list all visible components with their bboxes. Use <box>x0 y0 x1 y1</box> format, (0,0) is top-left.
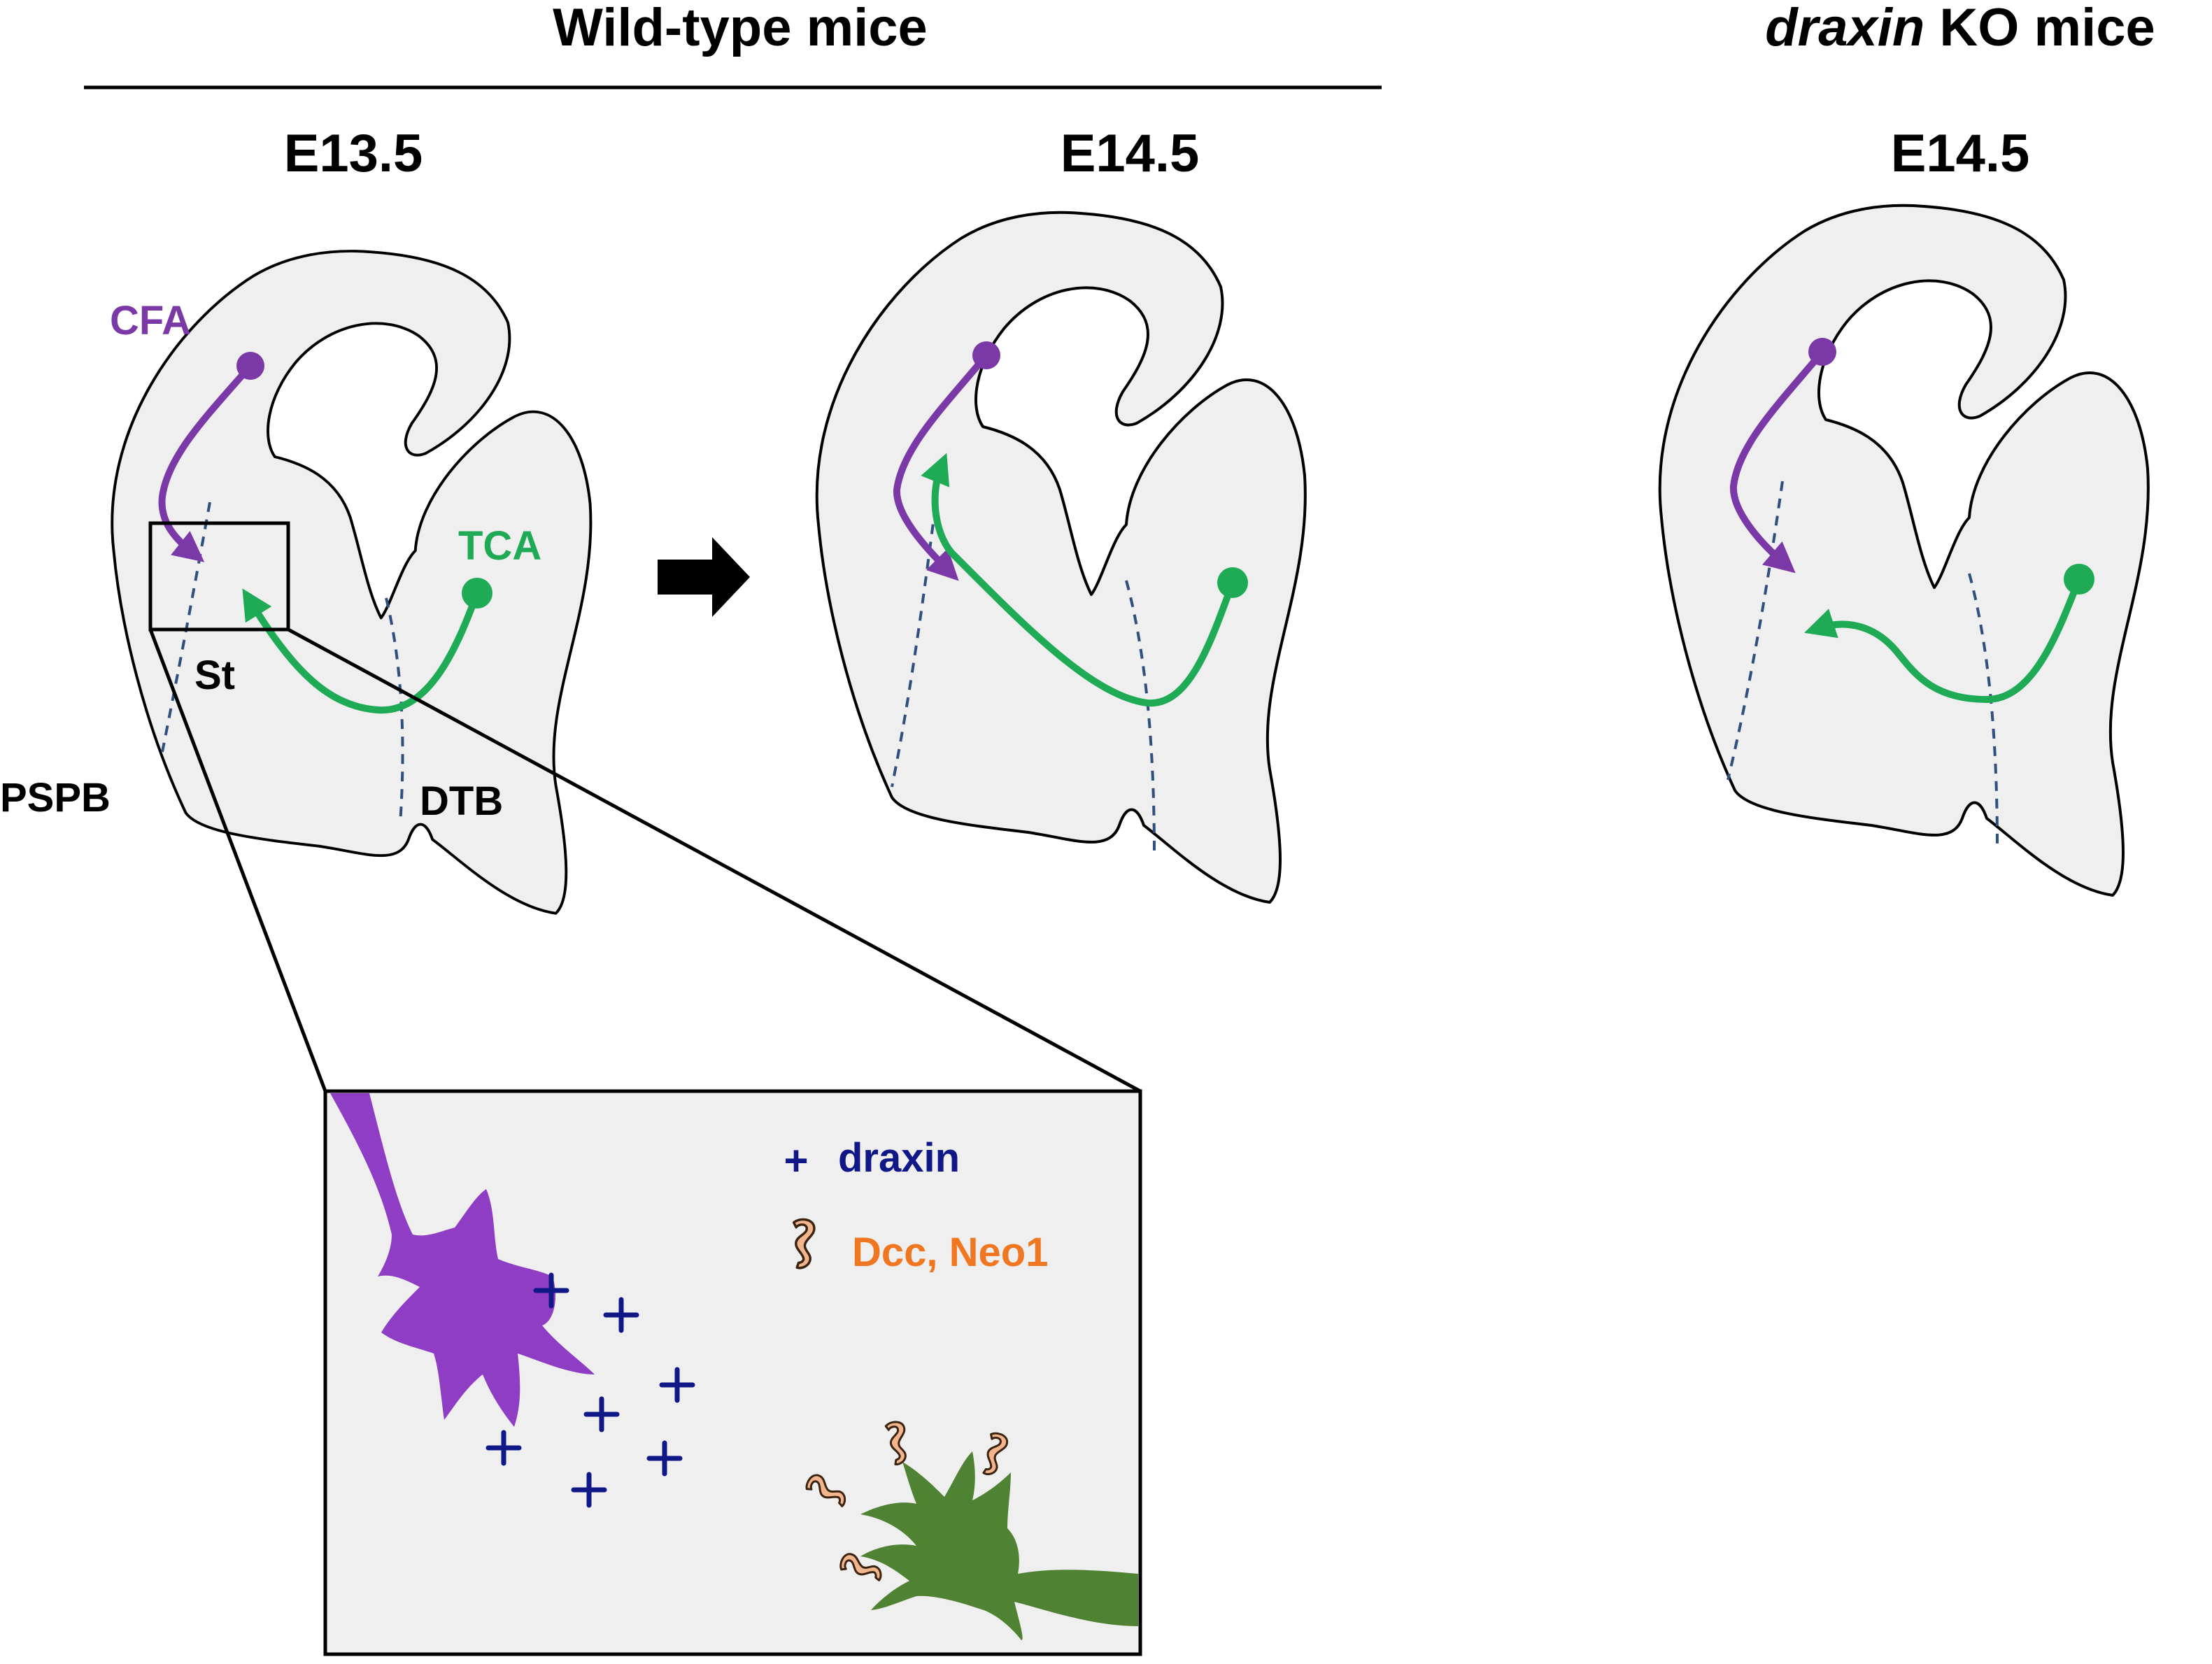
brain-section-wt-e145 <box>815 211 1307 904</box>
pallial-subpallial-boundary <box>1727 481 1784 781</box>
brain-outline-wt-e145 <box>815 211 1307 904</box>
stage-label-wt-e145: E14.5 <box>1061 124 1200 183</box>
draxin-legend-symbol: + <box>784 1137 808 1184</box>
diencephalon-telencephalon-boundary <box>1125 580 1156 854</box>
tca-growth-cone <box>860 1451 1138 1640</box>
cfa-axon-arrow <box>893 352 990 581</box>
legend: + draxin Dcc, Neo1 <box>784 1135 1048 1275</box>
ko-title: draxin KO mice <box>1765 0 2155 57</box>
tca-axon-arrow <box>242 588 481 714</box>
striatum-label: St <box>194 653 235 698</box>
receptor-legend-label: Dcc, Neo1 <box>852 1230 1048 1275</box>
zoom-box <box>148 521 290 632</box>
right-arrow-icon <box>658 537 750 617</box>
brain-section-wt-e135: CFA TCA St PSPB DTB <box>0 250 1142 1093</box>
brain-section-ko-e145 <box>1658 204 2150 897</box>
stage-label-ko-e145: E14.5 <box>1891 124 2030 183</box>
cfa-growth-cone <box>330 1093 595 1427</box>
tca-label: TCA <box>458 523 541 569</box>
pspb-label: PSPB <box>0 775 111 820</box>
draxin-legend-label: draxin <box>838 1135 960 1181</box>
pallial-subpallial-boundary <box>891 489 939 788</box>
wild-type-title: Wild-type mice <box>553 0 928 57</box>
stage-label-wt-e135: E13.5 <box>284 124 423 183</box>
dtb-label: DTB <box>420 778 503 824</box>
cfa-label: CFA <box>110 298 191 343</box>
zoom-line-left <box>148 629 327 1092</box>
zoom-line-right <box>287 627 1142 1093</box>
cfa-axon-arrow <box>1729 348 1826 574</box>
brain-outline-ko-e145 <box>1658 204 2150 897</box>
cfa-axon-arrow <box>158 362 254 562</box>
zoom-inset: + draxin Dcc, Neo1 <box>323 1089 1142 1656</box>
ko-title-suffix: KO mice <box>1924 0 2155 57</box>
tca-axon-arrow <box>1804 576 2083 704</box>
tca-axon-arrow <box>921 453 1236 707</box>
ko-title-gene: draxin <box>1765 0 1924 57</box>
brain-outline-wt-e135 <box>111 250 593 915</box>
